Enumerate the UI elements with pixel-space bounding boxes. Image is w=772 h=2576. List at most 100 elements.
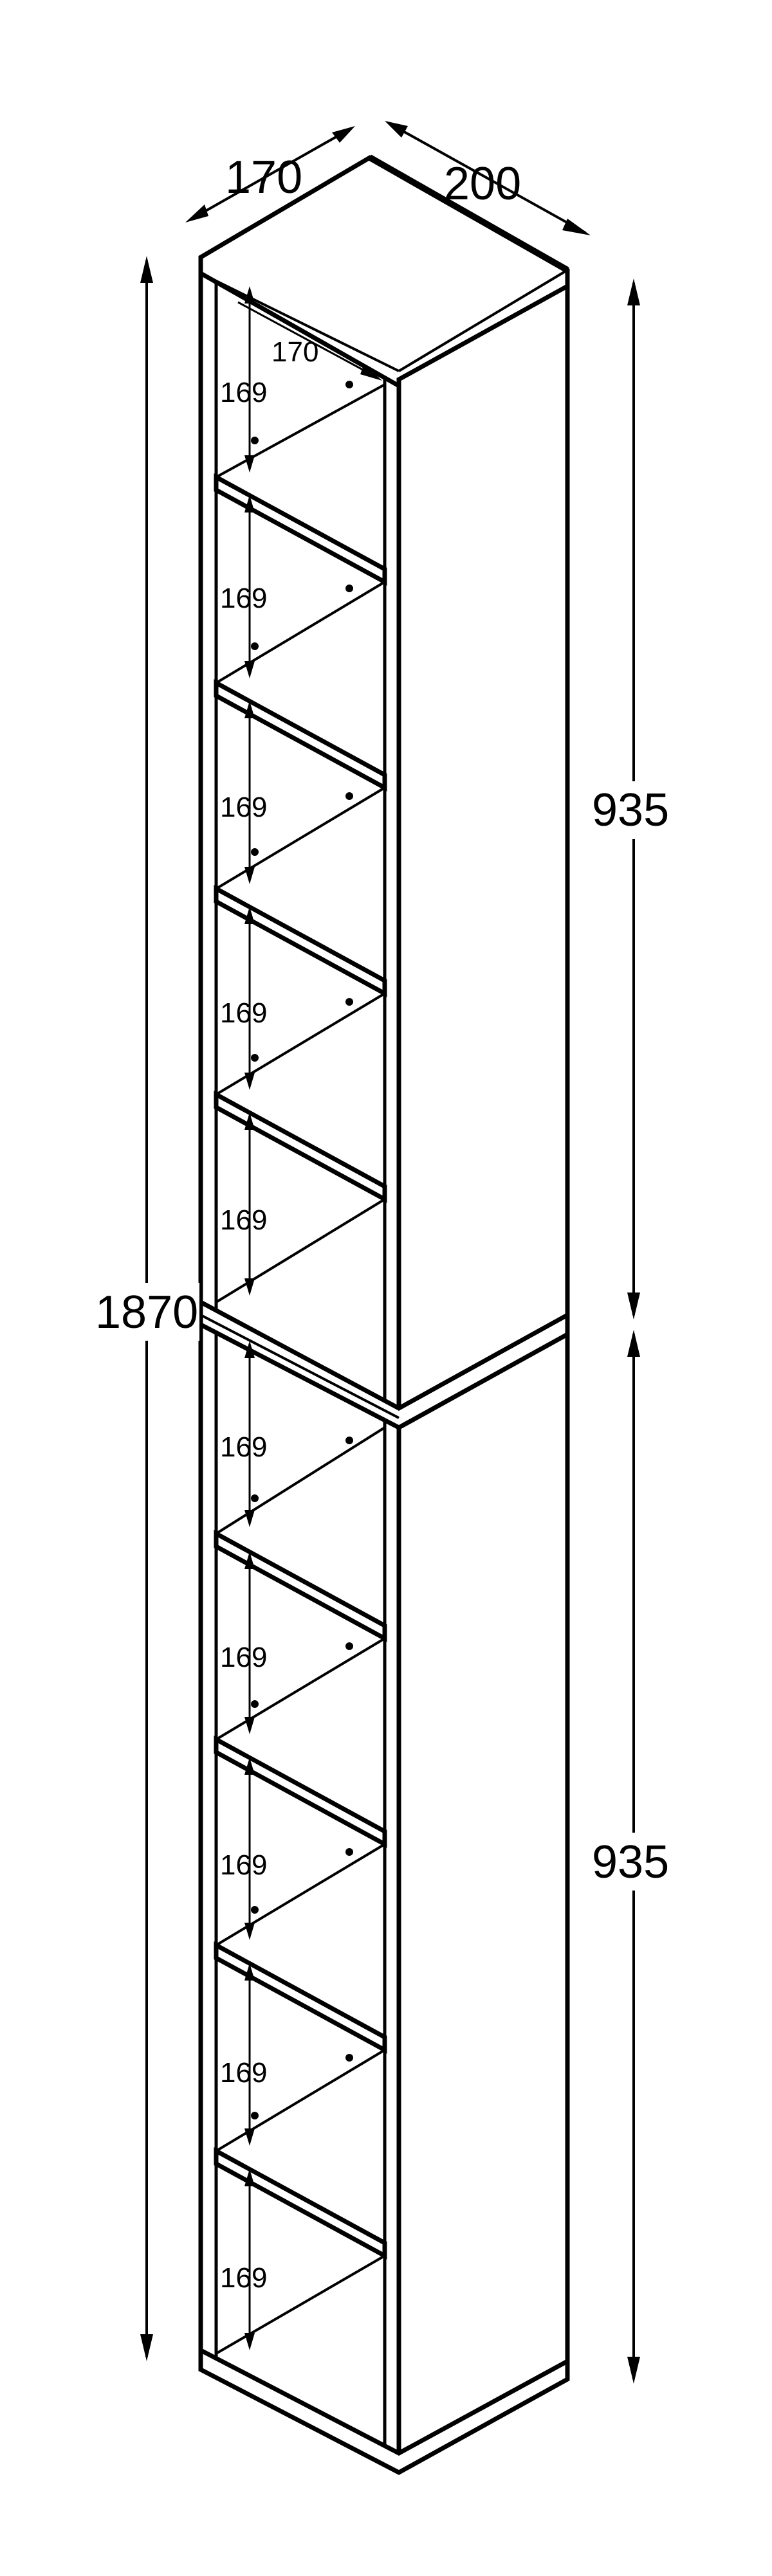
compartment-height-label: 169	[220, 997, 267, 1029]
total-height-arrow-bottom	[140, 2334, 153, 2361]
compartment-height-label: 169	[220, 1642, 267, 1673]
dim-arrow-up	[244, 495, 255, 512]
dim-arrow-up	[244, 701, 255, 718]
compartment-height-label: 169	[220, 377, 267, 408]
depth-label: 170	[225, 152, 302, 203]
compartment-height-label: 169	[220, 1204, 267, 1236]
pin-hole	[251, 642, 259, 650]
dim-arrow-down	[244, 1717, 255, 1734]
back-diagonal	[215, 581, 386, 684]
width-arrow-left	[385, 121, 408, 138]
pin-hole	[251, 1054, 259, 1062]
pin-hole	[345, 1437, 353, 1444]
dim-arrow-down	[244, 1923, 255, 1940]
back-diagonal	[215, 1637, 386, 1741]
dim-arrow-up	[244, 1112, 255, 1130]
depth-arrow-left	[185, 204, 208, 222]
top-panel-edge	[200, 272, 400, 372]
compartment-height-label: 169	[220, 1431, 267, 1463]
pin-hole	[345, 381, 353, 388]
back-diagonal	[215, 2049, 386, 2152]
pin-hole	[345, 792, 353, 800]
middle-joint-panel	[198, 1298, 570, 1430]
dim-arrow-down	[244, 2333, 255, 2350]
shelf	[214, 1941, 387, 2054]
dim-arrow-up	[244, 1341, 255, 1358]
back-diagonal	[215, 786, 386, 890]
width-arrow-right	[562, 219, 591, 235]
shelf-pins	[251, 381, 353, 2119]
module-height-dimensions: 935 935	[589, 278, 679, 2384]
back-diagonal	[215, 992, 386, 1096]
inner-depth-dimension: 170	[237, 301, 382, 381]
back-diagonal	[216, 383, 385, 478]
dim-arrow-up	[244, 907, 255, 924]
pin-hole	[251, 1494, 259, 1502]
pin-hole	[345, 2054, 353, 2062]
compartment-height-label: 169	[220, 2262, 267, 2294]
total-height-arrow-top	[140, 256, 153, 283]
shelf	[214, 1091, 387, 1203]
compartment-height-label: 169	[220, 583, 267, 614]
top-panel-bold-edge	[368, 154, 569, 273]
shelf	[214, 2147, 387, 2260]
inner-depth-arrow	[360, 364, 382, 381]
back-diagonal	[215, 1426, 386, 1535]
dim-arrow-up	[244, 2169, 255, 2186]
total-height-dimension: 1870	[90, 256, 199, 2361]
lower-arrow-top	[627, 1330, 640, 1357]
compartment-height-label: 169	[220, 2057, 267, 2089]
pin-hole	[345, 1642, 353, 1650]
pin-hole	[345, 998, 353, 1006]
compartment-dimensions: 169 169 169 169 169 169 169 169	[220, 286, 267, 2350]
middle-joint-edge	[200, 1314, 400, 1419]
width-dimension-line	[389, 122, 586, 234]
pin-hole	[251, 1906, 259, 1914]
shelf	[214, 1736, 387, 1848]
pin-hole	[251, 1700, 259, 1708]
compartment-height-label: 169	[220, 792, 267, 823]
back-diagonal	[215, 2254, 386, 2355]
shelf	[214, 885, 387, 997]
pin-hole	[251, 2112, 259, 2119]
lower-module-height-label: 935	[592, 1837, 669, 1888]
dim-arrow-up	[244, 1963, 255, 1981]
shelf	[214, 679, 387, 792]
upper-arrow-top	[627, 278, 640, 305]
compartment-height-label: 169	[220, 1849, 267, 1881]
lower-shelves	[214, 1530, 387, 2260]
shelf	[214, 473, 387, 586]
dim-arrow-down	[244, 455, 255, 473]
upper-module-height-label: 935	[592, 785, 669, 836]
back-diagonals	[215, 383, 386, 2355]
dim-arrow-up	[244, 286, 255, 304]
inner-depth-line	[237, 301, 379, 379]
bottom-panel	[198, 2346, 570, 2475]
shelf	[214, 1530, 387, 1642]
top-dimensions: 170 200	[185, 121, 591, 235]
depth-dimension-line	[189, 127, 351, 221]
dim-arrow-down	[244, 2128, 255, 2146]
back-diagonal	[215, 1198, 386, 1303]
lower-label-bg	[589, 1833, 679, 1891]
right-side-panel-upper	[396, 282, 570, 1415]
back-diagonal	[215, 1843, 386, 1946]
dim-arrow-down	[244, 1278, 255, 1296]
cabinet	[198, 154, 570, 2475]
upper-arrow-bottom	[627, 1293, 640, 1320]
total-height-label-bg	[90, 1283, 199, 1341]
width-label: 200	[444, 158, 521, 210]
right-side-panel-lower	[396, 1330, 570, 2467]
depth-arrow-right	[332, 126, 355, 143]
dim-arrow-down	[244, 1073, 255, 1090]
pin-hole	[251, 848, 259, 856]
pin-hole	[345, 1848, 353, 1856]
dim-arrow-down	[244, 867, 255, 884]
upper-label-bg	[589, 781, 679, 839]
dim-arrow-up	[244, 1552, 255, 1569]
inner-depth-label: 170	[271, 336, 318, 368]
pin-hole	[345, 585, 353, 592]
dim-arrow-down	[244, 661, 255, 678]
total-height-label: 1870	[95, 1287, 198, 1338]
